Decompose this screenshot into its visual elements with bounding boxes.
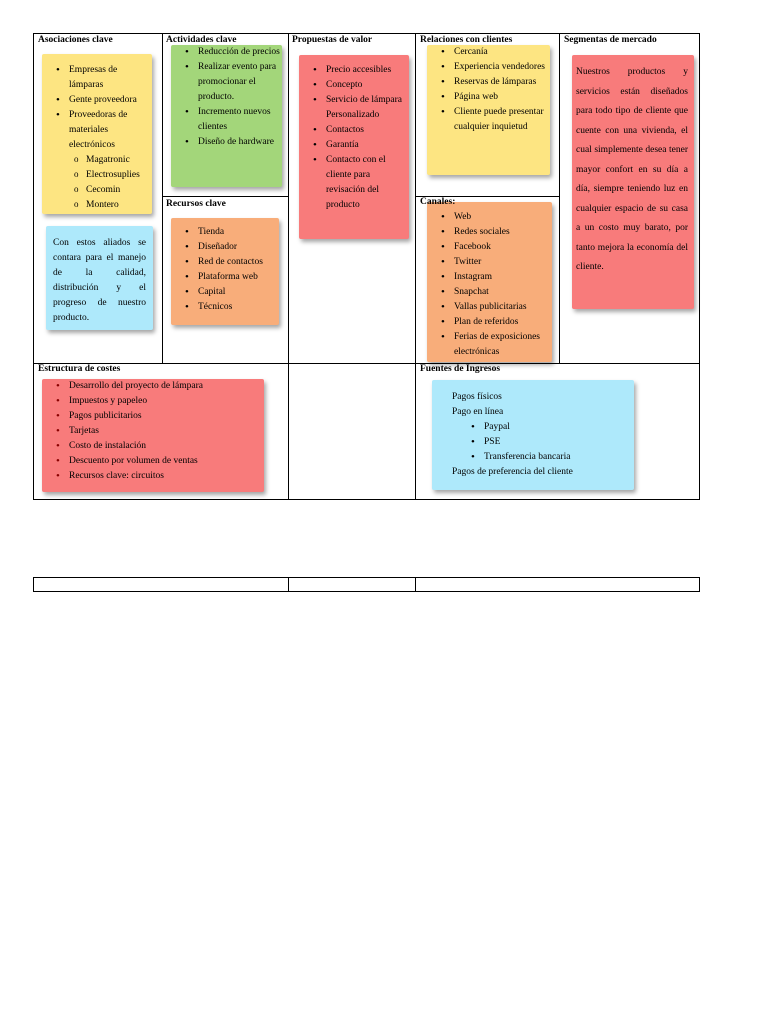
list-item: Tienda	[185, 225, 277, 240]
section-title-relaciones: Relaciones con clientes	[420, 35, 513, 45]
note-text: Nuestros productos y servicios están dis…	[576, 67, 688, 272]
grid-line	[415, 578, 416, 591]
business-model-canvas: Asociaciones clave Empresas de lámparas …	[33, 33, 700, 500]
sublist-proveedoras: Magatronic Electrosuplies Cecomin Monter…	[69, 152, 148, 213]
list-item: Reducción de precios	[185, 45, 280, 60]
list-item: Transferencia bancaria	[471, 450, 630, 465]
note-segmentos: Nuestros productos y servicios están dis…	[572, 55, 694, 309]
note-asociaciones: Empresas de lámparas Gente proveedora Pr…	[42, 54, 152, 214]
list-item: Experiencia vendedores	[441, 60, 548, 75]
grid-line	[415, 196, 559, 197]
list-item: Realizar evento para promocionar el prod…	[185, 60, 280, 105]
note-aliados: Con estos aliados se contara para el man…	[46, 226, 153, 330]
grid-line	[415, 34, 416, 500]
empty-table-row	[33, 577, 700, 592]
list-item: Concepto	[313, 78, 405, 93]
list-asociaciones: Empresas de lámparas Gente proveedora Pr…	[42, 63, 148, 213]
list-item: Diseño de hardware	[185, 135, 280, 150]
section-title-recursos: Recursos clave	[166, 199, 226, 209]
section-title-costes: Estructura de costes	[38, 364, 121, 374]
list-item: Precio accesibles	[313, 63, 405, 78]
note-actividades: Reducción de precios Realizar evento par…	[171, 45, 282, 187]
list-item: Tarjetas	[56, 424, 262, 439]
list-item: Magatronic	[74, 152, 148, 168]
list-item: Red de contactos	[185, 255, 277, 270]
list-item: Electrosuplies	[74, 167, 148, 183]
list-item: Ferias de exposiciones electrónicas	[441, 330, 550, 360]
note-ingresos: Pagos físicos Pago en línea Paypal PSE T…	[432, 380, 634, 490]
list-item: Contactos	[313, 123, 405, 138]
section-title-propuestas: Propuestas de valor	[292, 35, 373, 45]
list-item: Web	[441, 210, 550, 225]
list-item: Cercanía	[441, 45, 548, 60]
grid-line	[162, 196, 288, 197]
list-item: Desarrollo del proyecto de lámpara	[56, 379, 262, 394]
list-item: Twitter	[441, 255, 550, 270]
list-item: Empresas de lámparas	[56, 63, 148, 93]
list-canales: Web Redes sociales Facebook Twitter Inst…	[427, 210, 550, 360]
list-propuestas: Precio accesibles Concepto Servicio de l…	[299, 63, 405, 213]
note-canales: Web Redes sociales Facebook Twitter Inst…	[427, 202, 552, 362]
list-item: Reservas de lámparas	[441, 75, 548, 90]
list-item: Cliente puede presentar cualquier inquie…	[441, 105, 548, 135]
section-title-segmentos: Segmentas de mercado	[564, 35, 657, 45]
list-costes: Desarrollo del proyecto de lámpara Impue…	[42, 379, 262, 484]
list-item: Técnicos	[185, 300, 277, 315]
list-item: Montero	[74, 197, 148, 213]
section-title-canales: Canales:	[420, 197, 456, 207]
section-title-asociaciones: Asociaciones clave	[38, 35, 113, 45]
list-item: Descuento por volumen de ventas	[56, 454, 262, 469]
grid-line	[162, 34, 163, 363]
grid-line	[559, 34, 560, 363]
list-item: Servicio de lámpara Personalizado	[313, 93, 405, 123]
grid-line	[288, 578, 289, 591]
note-recursos: Tienda Diseñador Red de contactos Plataf…	[171, 218, 279, 325]
list-recursos: Tienda Diseñador Red de contactos Plataf…	[171, 225, 277, 315]
list-item: Snapchat	[441, 285, 550, 300]
list-item: Plan de referidos	[441, 315, 550, 330]
list-item: Contacto con el cliente para revisación …	[313, 153, 405, 213]
list-ingresos: Paypal PSE Transferencia bancaria	[452, 420, 630, 465]
list-item: Redes sociales	[441, 225, 550, 240]
list-item: Vallas publicitarias	[441, 300, 550, 315]
ingresos-line: Pagos físicos	[452, 392, 502, 402]
grid-line	[34, 363, 699, 364]
list-item: Facebook	[441, 240, 550, 255]
list-item: Plataforma web	[185, 270, 277, 285]
list-item-text: Proveedoras de materiales electrónicos	[69, 110, 128, 150]
section-title-ingresos: Fuentes de Ingresos	[420, 364, 501, 374]
list-item: Incremento nuevos clientes	[185, 105, 280, 135]
note-relaciones: Cercanía Experiencia vendedores Reservas…	[427, 45, 550, 175]
list-item: Proveedoras de materiales electrónicos M…	[56, 108, 148, 213]
list-item: Capital	[185, 285, 277, 300]
list-relaciones: Cercanía Experiencia vendedores Reservas…	[427, 45, 548, 135]
ingresos-line: Pagos de preferencia del cliente	[452, 467, 573, 477]
list-item: Impuestos y papeleo	[56, 394, 262, 409]
list-item: Gente proveedora	[56, 93, 148, 108]
list-item: Pagos publicitarios	[56, 409, 262, 424]
list-actividades: Reducción de precios Realizar evento par…	[171, 45, 280, 150]
grid-line	[288, 34, 289, 500]
list-item: PSE	[471, 435, 630, 450]
ingresos-line: Pago en línea	[452, 407, 504, 417]
list-item: Diseñador	[185, 240, 277, 255]
note-text: Con estos aliados se contara para el man…	[53, 238, 146, 323]
list-item: Paypal	[471, 420, 630, 435]
list-item: Recursos clave: circuitos	[56, 469, 262, 484]
list-item: Costo de instalación	[56, 439, 262, 454]
section-title-actividades: Actividades clave	[166, 35, 237, 45]
note-costes: Desarrollo del proyecto de lámpara Impue…	[42, 379, 264, 492]
list-item: Cecomin	[74, 182, 148, 198]
list-item: Página web	[441, 90, 548, 105]
list-item: Garantía	[313, 138, 405, 153]
note-propuestas: Precio accesibles Concepto Servicio de l…	[299, 55, 409, 239]
list-item: Instagram	[441, 270, 550, 285]
